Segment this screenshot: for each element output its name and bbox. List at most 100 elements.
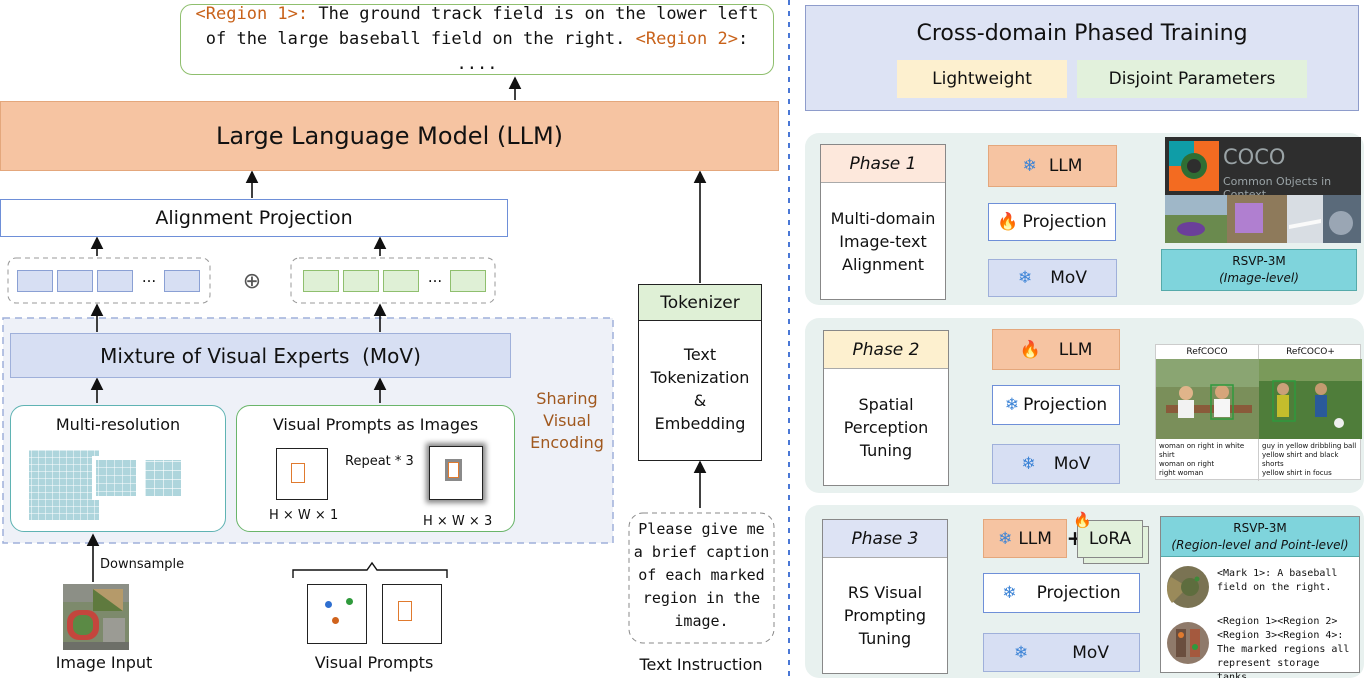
resolution-grids xyxy=(29,450,181,520)
disjoint-parameters-label: Disjoint Parameters xyxy=(1108,69,1276,89)
region-1-tag: <Region 1>: xyxy=(195,4,309,24)
refcoco-dataset-card: RefCOCO woman on right in white shirt wo… xyxy=(1155,344,1362,481)
prompt-token xyxy=(450,270,486,292)
lora-module-label: LoRA xyxy=(1088,529,1132,549)
satellite-image-input xyxy=(63,584,129,650)
phase-2-projection: ❄Projection xyxy=(992,385,1120,425)
multi-resolution-label: Multi-resolution xyxy=(55,414,181,434)
cross-domain-title: Cross-domain Phased Training xyxy=(916,20,1248,46)
rsvp-region-header: RSVP-3M (Region-level and Point-level) xyxy=(1161,517,1359,557)
phase-3-mov: ❄MoV xyxy=(983,633,1140,672)
hw1-label: H × W × 1 xyxy=(269,508,339,523)
box-prompt-mark xyxy=(291,463,305,483)
refcoco-photo xyxy=(1156,359,1259,439)
phase-desc-line: Perception xyxy=(843,417,929,437)
fire-icon: 🔥 xyxy=(1073,511,1092,529)
phase-2-mov: ❄ MoV xyxy=(992,444,1120,484)
mov-module-label: MoV xyxy=(1053,454,1091,474)
mark-caption: <Mark 1>: A baseball field on the right. xyxy=(1217,567,1337,595)
box-prompt-mark xyxy=(445,459,462,481)
coco-logo-icon xyxy=(1169,141,1219,191)
visual-token xyxy=(164,270,200,292)
output-line-2-text: of the large baseball field on the right… xyxy=(205,29,636,49)
output-line-1: <Region 1>: The ground track field is on… xyxy=(196,2,759,27)
instruction-text: Please give me a brief caption of each m… xyxy=(629,518,774,633)
phase-1-header: Phase 1 xyxy=(821,145,945,183)
snowflake-icon: ❄ xyxy=(1014,642,1029,663)
visual-token xyxy=(17,270,53,292)
projection-module-label: Projection xyxy=(1036,583,1121,603)
phase-3-lora: LoRA xyxy=(1077,520,1143,558)
caption-line: <Region 3><Region 4>: xyxy=(1217,630,1344,641)
snowflake-icon: ❄ xyxy=(1021,454,1036,474)
tokenizer-box: Tokenizer Text Tokenization & Embedding xyxy=(638,284,762,461)
phase-desc-line: Tuning xyxy=(859,440,913,460)
region-caption: <Region 1><Region 2> <Region 3><Region 4… xyxy=(1217,615,1359,678)
token-ellipsis: ... xyxy=(141,268,157,286)
snowflake-icon: ❄ xyxy=(1018,268,1033,288)
refcoco-column: RefCOCO woman on right in white shirt wo… xyxy=(1156,345,1259,481)
llm-block: Large Language Model (LLM) xyxy=(0,101,779,171)
instruction-line: image. xyxy=(674,612,729,630)
baseball-field-thumbnail xyxy=(1166,566,1209,608)
hw3-label: H × W × 3 xyxy=(423,514,493,529)
instruction-line: a brief caption xyxy=(633,543,770,561)
caption-line: <Region 1><Region 2> xyxy=(1217,616,1338,627)
token-ellipsis: ... xyxy=(427,268,443,286)
phase-1-llm: ❄LLM xyxy=(988,145,1117,187)
mov-label: Mixture of Visual Experts (MoV) xyxy=(100,343,421,368)
prompt-token xyxy=(303,270,339,292)
coco-dataset-banner: COCO Common Objects in Context xyxy=(1165,137,1361,243)
caption-line: yellow shirt in focus xyxy=(1262,469,1332,477)
fire-icon: 🔥 xyxy=(997,212,1019,232)
phase-desc-line: Tuning xyxy=(858,629,912,648)
snowflake-icon: ❄ xyxy=(1004,395,1020,415)
phase-desc-line: RS Visual xyxy=(847,583,923,602)
prompt-token-group: ... xyxy=(303,268,489,292)
refcoco-caption: woman on right in white shirt woman on r… xyxy=(1156,439,1258,478)
output-line-1-text: The ground track field is on the lower l… xyxy=(308,4,759,24)
sharing-line: Visual xyxy=(543,411,591,430)
visual-prompts-label: Visual Prompts xyxy=(314,652,434,672)
visual-token xyxy=(97,270,133,292)
projection-module-label: Projection xyxy=(1023,395,1108,415)
phase-desc-line: Prompting xyxy=(843,606,927,625)
phase-3-llm: ❄LLM xyxy=(983,519,1067,558)
phase-2-title: Phase 2 xyxy=(852,339,920,360)
multi-resolution-box: Multi-resolution xyxy=(10,405,226,532)
phase-1-projection: 🔥Projection xyxy=(988,203,1116,241)
green-point xyxy=(346,598,353,605)
rsvp-subtitle: (Image-level) xyxy=(1219,271,1299,285)
orange-point xyxy=(332,617,339,624)
phase-3-projection: ❄Projection xyxy=(983,573,1140,613)
sharing-visual-encoding-label: Sharing Visual Encoding xyxy=(525,388,609,454)
tokenizer-body-line: Tokenization xyxy=(650,368,750,387)
coco-sample-photos xyxy=(1165,195,1361,243)
output-text-box: <Region 1>: The ground track field is on… xyxy=(180,4,774,75)
image-input-label: Image Input xyxy=(55,652,153,672)
phase-desc-line: Image-text xyxy=(839,231,927,251)
refcoco-plus-title: RefCOCO+ xyxy=(1286,347,1335,357)
llm-module-label: LLM xyxy=(1018,528,1052,549)
disjoint-parameters-tag: Disjoint Parameters xyxy=(1077,60,1307,98)
caption-line: The marked regions all xyxy=(1217,644,1350,655)
repeat-label: Repeat * 3 xyxy=(345,454,414,469)
mov-block: Mixture of Visual Experts (MoV) xyxy=(10,333,511,378)
tokenizer-header: Tokenizer xyxy=(639,285,761,321)
visual-prompts-as-images-box: Visual Prompts as Images Repeat * 3 H × … xyxy=(236,405,515,532)
instruction-line: Please give me xyxy=(638,520,765,538)
phase-1-title: Phase 1 xyxy=(849,153,917,174)
mov-module-label: MoV xyxy=(1050,268,1087,288)
refcoco-title: RefCOCO xyxy=(1186,347,1228,357)
tokenizer-body: Text Tokenization & Embedding xyxy=(639,343,761,435)
box-prompt-sample xyxy=(382,584,442,644)
alignment-projection-block: Alignment Projection xyxy=(0,199,508,237)
phase-2-header: Phase 2 xyxy=(824,331,948,369)
instruction-line: region in the xyxy=(642,589,761,607)
